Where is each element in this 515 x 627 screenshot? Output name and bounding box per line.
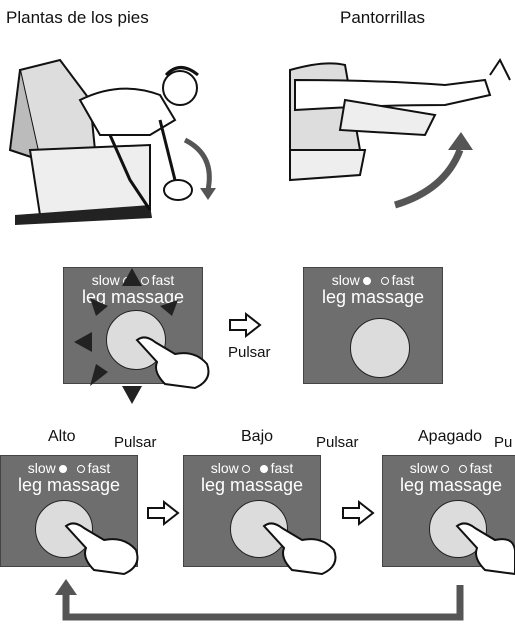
control-panel-right: slow fast leg massage	[303, 267, 443, 384]
speed-indicator-row: slow fast	[1, 460, 137, 476]
hand-pointer-icon	[135, 332, 215, 392]
state-title-off: Apagado	[418, 428, 482, 446]
speed-indicator-row: slow fast	[304, 272, 442, 288]
slow-led-icon	[242, 465, 250, 473]
fast-led-lit-icon	[260, 465, 268, 473]
leg-massage-button[interactable]	[350, 318, 410, 378]
fast-label: fast	[88, 460, 111, 476]
speed-indicator-row: slow fast	[184, 460, 320, 476]
panel-label: leg massage	[304, 287, 442, 308]
state-title-high: Alto	[48, 428, 76, 446]
slow-label: slow	[211, 460, 239, 476]
slow-label: slow	[332, 272, 360, 288]
panel-label: leg massage	[184, 475, 320, 496]
title-soles: Plantas de los pies	[6, 8, 149, 28]
panel-label: leg massage	[383, 475, 515, 496]
hand-pointer-icon	[64, 518, 144, 578]
slow-led-lit-icon	[363, 277, 371, 285]
illustration-calves	[285, 40, 515, 215]
next-arrow-icon	[146, 500, 180, 526]
fast-label: fast	[271, 460, 294, 476]
state-title-low: Bajo	[241, 428, 273, 446]
press-label: Pu	[494, 434, 512, 451]
speed-indicator-row: slow fast	[383, 460, 515, 476]
next-arrow-icon	[228, 312, 262, 338]
fast-led-icon	[381, 277, 389, 285]
hand-pointer-icon	[262, 518, 342, 578]
press-label: Pulsar	[114, 434, 157, 451]
hand-pointer-icon	[455, 518, 515, 578]
slow-label: slow	[28, 460, 56, 476]
fast-led-icon	[77, 465, 85, 473]
fast-led-icon	[459, 465, 467, 473]
fast-label: fast	[392, 272, 415, 288]
panel-label: leg massage	[1, 475, 137, 496]
slow-led-icon	[441, 465, 449, 473]
loop-back-arrow-icon	[52, 577, 472, 627]
press-label: Pulsar	[228, 344, 271, 361]
press-label: Pulsar	[316, 434, 359, 451]
next-arrow-icon	[341, 500, 375, 526]
title-calves: Pantorrillas	[340, 8, 425, 28]
slow-led-lit-icon	[59, 465, 67, 473]
slow-label: slow	[410, 460, 438, 476]
illustration-soles	[0, 40, 250, 240]
fast-label: fast	[470, 460, 493, 476]
